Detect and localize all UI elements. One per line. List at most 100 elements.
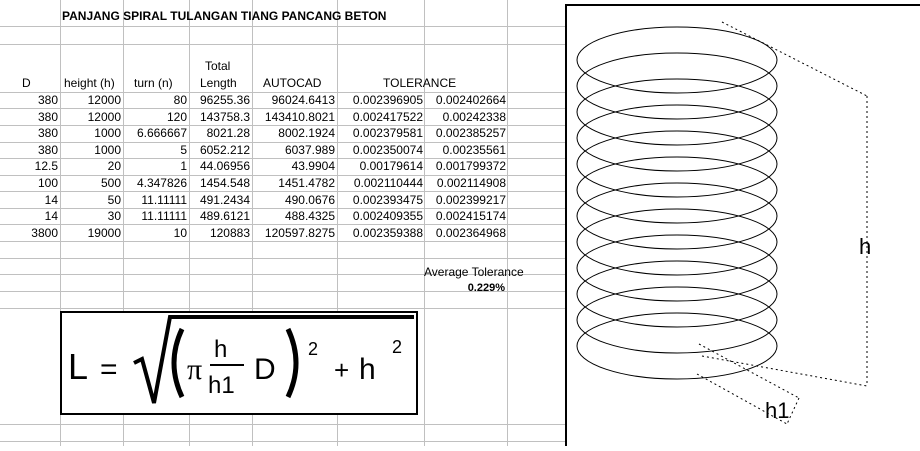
cell-tolerance-2: 0.002402664: [435, 93, 506, 107]
cell-tolerance-1: 0.002359388: [352, 225, 423, 240]
helix-coil: [576, 52, 778, 120]
helix-coils: [576, 26, 778, 380]
cell-tolerance-1: 0.002409355: [352, 209, 423, 224]
cell-tolerance-1: 0.002379581: [352, 126, 423, 141]
cell-height: 19000: [87, 225, 121, 240]
cell-autocad: 6037.989: [284, 142, 335, 157]
helix-coil: [576, 260, 778, 328]
cell-total-length: 1454.548: [199, 176, 250, 190]
label-h: h: [859, 234, 871, 259]
cell-total-length: 96255.36: [199, 93, 250, 107]
cell-height: 1000: [94, 126, 121, 141]
h-extension-top: [721, 21, 868, 97]
square-root-icon: [133, 315, 414, 404]
cell-tolerance-2: 0.002385257: [435, 126, 506, 141]
cell-d: 100: [37, 176, 58, 190]
cell-turn: 5: [180, 142, 187, 157]
right-paren: [285, 327, 299, 399]
cell-total-length: 491.2434: [199, 192, 250, 207]
cell-tolerance-2: 0.002399217: [435, 192, 506, 207]
cell-tolerance-1: 0.00179614: [359, 159, 423, 174]
cell-d: 380: [37, 142, 58, 157]
cell-d: 14: [44, 192, 58, 207]
cell-height: 50: [107, 192, 121, 207]
cell-total-length: 8021.28: [206, 126, 250, 141]
cell-total-length: 143758.3: [199, 109, 250, 124]
formula-exponent-1: 2: [308, 339, 318, 359]
gridline: [507, 0, 508, 446]
cell-tolerance-1: 0.002396905: [352, 93, 423, 107]
helix-coil: [576, 182, 778, 250]
average-tolerance-value: 0.229%: [467, 282, 505, 294]
cell-d: 380: [37, 93, 58, 107]
helix-coil: [576, 312, 778, 380]
h1-extension-bottom: [696, 373, 788, 425]
cell-d: 12.5: [34, 159, 58, 174]
header-autocad: AUTOCAD: [263, 76, 322, 90]
formula-l: L: [68, 346, 88, 387]
cell-total-length: 120883: [209, 225, 250, 240]
formula-pi: π: [187, 353, 202, 386]
gridline: [0, 26, 566, 27]
gridline: [0, 191, 566, 192]
formula-plus: +: [334, 355, 349, 385]
helix-drawing: h h1: [576, 21, 871, 425]
sheet-title: PANJANG SPIRAL TULANGAN TIANG PANCANG BE…: [62, 9, 387, 23]
cell-tolerance-2: 0.001799372: [435, 159, 506, 174]
cell-d: 380: [37, 126, 58, 141]
gridline: [0, 274, 566, 275]
gridline: [0, 142, 566, 143]
h1-extension-top: [698, 343, 800, 399]
left-paren: [171, 327, 185, 399]
helix-coil: [576, 208, 778, 276]
cell-turn: 11.11111: [141, 209, 187, 224]
cell-height: 12000: [87, 93, 121, 107]
header-tolerance: TOLERANCE: [383, 76, 457, 90]
cell-height: 20: [107, 159, 121, 174]
gridline: [0, 44, 566, 45]
cell-height: 500: [100, 176, 121, 190]
cell-turn: 1: [180, 159, 187, 174]
cell-turn: 4.347826: [136, 176, 187, 190]
gridline: [60, 0, 61, 446]
cell-tolerance-2: 0.002415174: [435, 209, 506, 224]
gridline: [189, 0, 190, 446]
helix-coil: [576, 104, 778, 172]
gridline: [0, 441, 566, 442]
gridline: [0, 125, 566, 126]
cell-total-length: 44.06956: [199, 159, 250, 174]
cell-tolerance-2: 0.002364968: [435, 225, 506, 240]
gridline: [0, 92, 566, 93]
helix-coil: [576, 26, 778, 94]
gridline: [424, 0, 425, 446]
gridline: [0, 158, 566, 159]
cell-tolerance-1: 0.002393475: [352, 192, 423, 207]
header-d: D: [22, 76, 31, 90]
gridline: [0, 241, 566, 242]
formula-d: D: [254, 353, 276, 386]
formula-h: h: [359, 353, 376, 386]
average-tolerance-label: Average Tolerance: [424, 265, 524, 279]
helix-coil: [576, 234, 778, 302]
cell-tolerance-1: 0.002350074: [352, 142, 423, 157]
cell-autocad: 8002.1924: [278, 126, 335, 141]
cell-d: 380: [37, 109, 58, 124]
cell-d: 14: [44, 209, 58, 224]
gridline: [0, 258, 566, 259]
cell-tolerance-2: 0.00235561: [442, 142, 506, 157]
h-extension-bottom: [701, 355, 868, 387]
cell-turn: 80: [173, 93, 187, 107]
helix-coil: [576, 78, 778, 146]
cell-turn: 10: [173, 225, 187, 240]
cell-total-length: 6052.212: [199, 142, 250, 157]
formula-box: L = π h h1 D 2 + h 2: [60, 311, 418, 415]
cell-tolerance-2: 0.002114908: [436, 176, 506, 190]
cell-autocad: 488.4325: [284, 209, 335, 224]
header-turn: turn (n): [134, 76, 173, 90]
cell-height: 1000: [94, 142, 121, 157]
cell-autocad: 43.9904: [291, 159, 335, 174]
formula-exponent-2: 2: [392, 337, 402, 357]
cell-turn: 11.11111: [141, 192, 187, 207]
formula-equals: =: [100, 353, 118, 386]
cad-drawing-panel: h h1: [565, 4, 920, 446]
